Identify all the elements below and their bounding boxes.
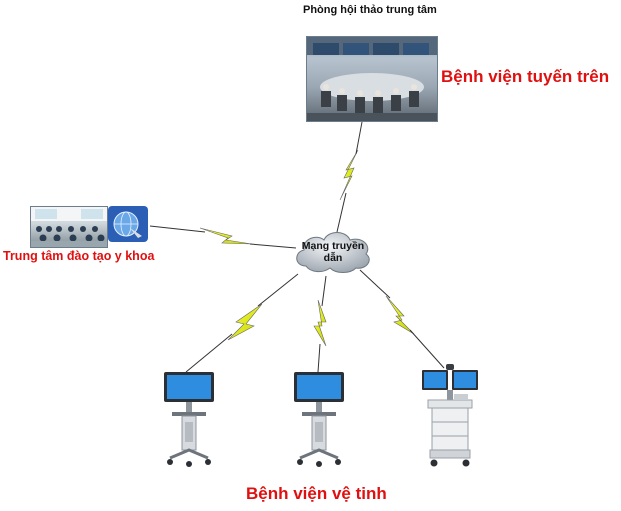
network-label: Mạng truyền dẫn bbox=[301, 240, 365, 264]
satellite-hospitals-label: Bệnh viện vệ tinh bbox=[246, 484, 387, 503]
link-to-right-station bbox=[359, 269, 445, 369]
link-to-left-station bbox=[185, 273, 299, 373]
conference-room-photo bbox=[306, 36, 438, 122]
left-monitor-cart-icon bbox=[164, 372, 214, 467]
central-room-title: Phòng hội thảo trung tâm bbox=[303, 4, 437, 16]
middle-monitor-cart-icon bbox=[294, 372, 344, 467]
training-center-label: Trung tâm đào tạo y khoa bbox=[3, 249, 155, 263]
link-to-training-center bbox=[149, 225, 297, 249]
network-cloud-icon bbox=[296, 232, 370, 273]
telemedicine-cart-icon bbox=[422, 364, 478, 467]
upper-hospital-label: Bệnh viện tuyến trên bbox=[441, 67, 610, 86]
link-to-upper-hospital bbox=[336, 121, 363, 233]
classroom-photo bbox=[30, 206, 108, 248]
link-to-middle-station bbox=[313, 275, 327, 373]
globe-icon bbox=[108, 206, 148, 242]
